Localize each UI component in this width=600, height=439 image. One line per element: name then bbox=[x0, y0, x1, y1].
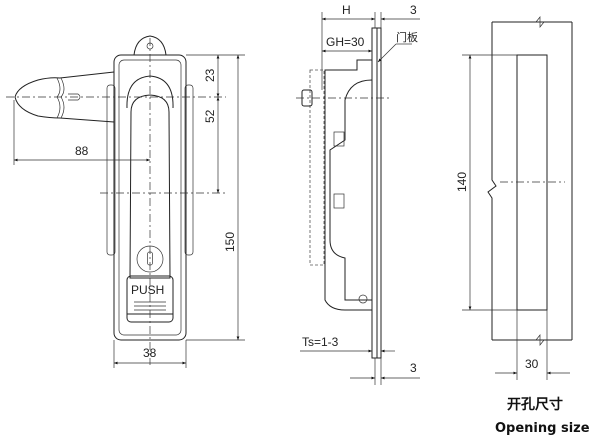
dim-30: 30 bbox=[525, 357, 539, 371]
panel-outline bbox=[487, 21, 573, 341]
cutout-opening bbox=[516, 54, 548, 311]
dim-38: 38 bbox=[143, 346, 157, 360]
door-panel-label: 门板 bbox=[396, 30, 418, 44]
dim-h: H bbox=[342, 3, 351, 17]
dim-3-bottom: 3 bbox=[410, 361, 417, 375]
opening-size-title-en: Opening size bbox=[495, 421, 590, 436]
push-button-label: PUSH bbox=[131, 283, 164, 297]
lock-side-profile bbox=[324, 59, 372, 311]
cutout-view: 140 30 开孔尺寸 Opening size bbox=[455, 16, 590, 436]
dim-gh: GH=30 bbox=[326, 35, 365, 49]
dim-140: 140 bbox=[455, 172, 469, 192]
dim-23: 23 bbox=[203, 68, 217, 82]
dim-3-top: 3 bbox=[410, 3, 417, 17]
dim-150: 150 bbox=[223, 232, 237, 252]
handle-grip bbox=[129, 94, 171, 279]
opening-size-title-cn: 开孔尺寸 bbox=[507, 396, 563, 413]
top-tab bbox=[133, 35, 167, 56]
front-view: PUSH 23 52 150 88 38 bbox=[6, 35, 245, 368]
dim-52: 52 bbox=[203, 109, 217, 123]
left-flange bbox=[106, 84, 116, 256]
right-flange bbox=[184, 84, 194, 256]
dim-ts: Ts=1-3 bbox=[302, 335, 339, 349]
flange-hidden bbox=[309, 69, 325, 266]
side-view: H 3 GH=30 门板 Ts=1-3 3 bbox=[296, 3, 420, 385]
nut-top bbox=[333, 131, 345, 147]
nut-bottom bbox=[333, 193, 345, 209]
dim-88: 88 bbox=[75, 144, 89, 158]
pivot-pin bbox=[358, 294, 368, 304]
handle-lever bbox=[14, 71, 115, 123]
door-panel bbox=[371, 27, 378, 359]
